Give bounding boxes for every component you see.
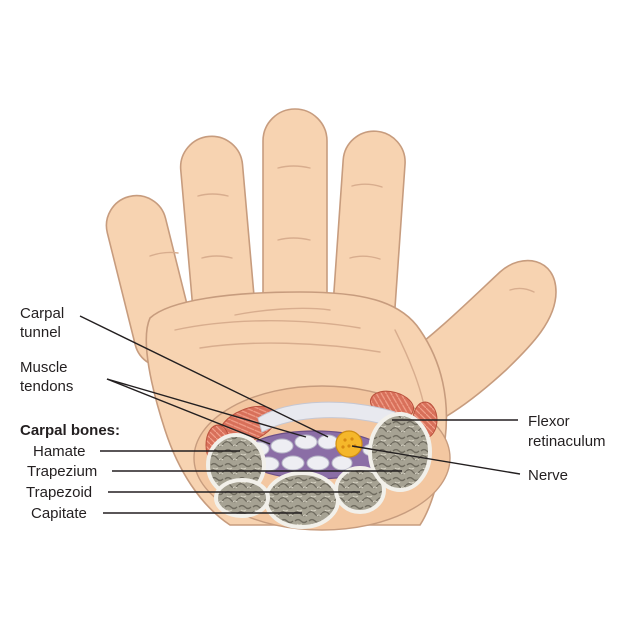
labels: Carpal tunnel Muscle tendons Carpal bone… [20,305,606,522]
carpal-tunnel-label-line1: Carpal [20,305,64,322]
flexor-retinaculum-label-line2: retinaculum [528,433,606,450]
trapezium-label: Trapezium [27,463,97,480]
svg-text:Muscle tendons: Muscle tendons [20,359,73,395]
trapezium-bone [368,412,432,492]
nerve-label: Nerve [528,467,568,484]
trapezoid-label: Trapezoid [26,484,92,501]
carpal-tunnel-label-line2: tunnel [20,324,61,341]
leader-lines [79,315,521,514]
svg-text:Carpal tunnel: Carpal tunnel [20,305,68,341]
capitate-label: Capitate [31,505,87,522]
capitate-bone [264,471,340,529]
muscle-tendons-label-line2: tendons [20,378,73,395]
muscle-tendons-label-line1: Muscle [20,359,68,376]
wrist-cross-section [193,385,451,531]
carpal-bones-heading: Carpal bones: [20,422,120,439]
pisiform-bone [214,478,270,518]
svg-text:Flexor retinaculum: Flexor retinaculum [528,413,606,450]
trapezoid-bone [334,466,386,514]
flexor-retinaculum-label-line1: Flexor [528,413,570,430]
median-nerve [335,430,363,458]
hamate-label: Hamate [33,443,86,460]
carpal-bones [206,412,432,529]
